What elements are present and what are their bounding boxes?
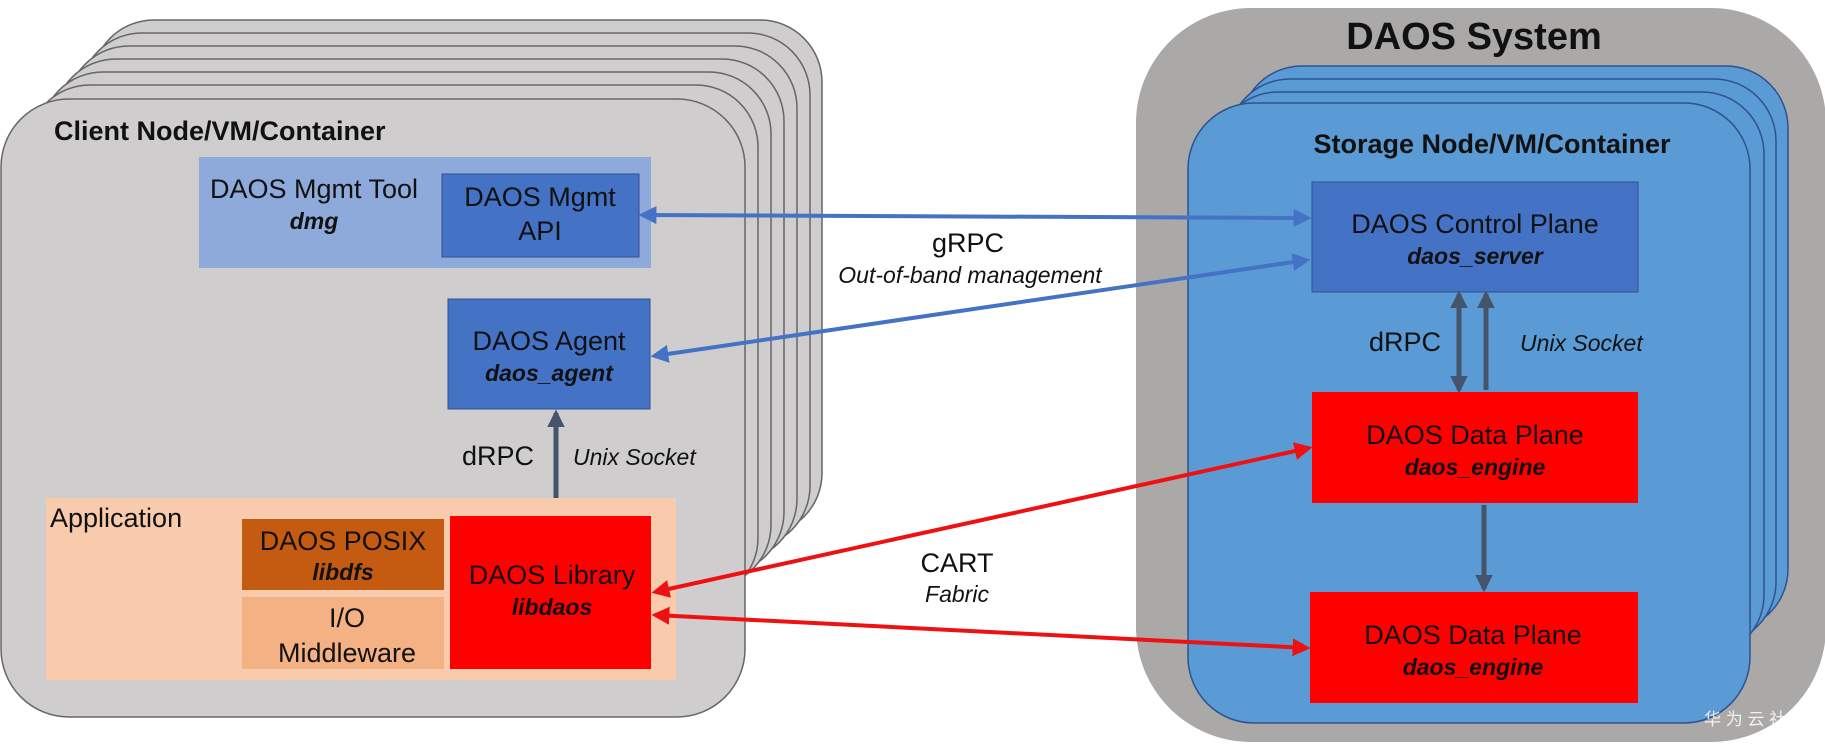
client-drpc-label: dRPC [462,441,534,471]
data-plane-box-2 [1310,592,1638,703]
storage-unix-socket-label: Unix Socket [1520,330,1644,356]
posix-name: DAOS POSIX [260,526,427,556]
agent-name: DAOS Agent [472,326,626,356]
library-name: DAOS Library [469,560,636,590]
grpc-arrow-agent [650,253,1311,363]
data-plane-2-binary: daos_engine [1403,654,1544,680]
posix-box [242,519,444,590]
watermark: 华 为 云 社 区 [1704,710,1808,729]
control-plane-box [1311,181,1639,293]
cart-label: CART [920,548,993,578]
data-plane-1-binary: daos_engine [1405,454,1546,480]
middleware-line1: I/O [329,603,365,633]
data-plane-box-1 [1312,392,1638,503]
mgmt-api-line1: DAOS Mgmt [464,182,616,212]
grpc-label: gRPC [932,228,1004,258]
library-box [450,516,651,669]
client-unix-socket-label: Unix Socket [573,444,697,470]
mgmt-api-line2: API [518,216,562,246]
agent-binary: daos_agent [485,360,614,386]
storage-drpc-label: dRPC [1369,327,1441,357]
control-plane-binary: daos_server [1407,243,1544,269]
grpc-description: Out-of-band management [838,262,1103,288]
agent-box [447,298,651,410]
client-node-title: Client Node/VM/Container [54,116,386,146]
mgmt-tool-name: DAOS Mgmt Tool [210,174,418,204]
control-plane-name: DAOS Control Plane [1351,209,1599,239]
mgmt-tool-binary: dmg [290,208,339,234]
middleware-line2: Middleware [278,638,416,668]
data-plane-1-name: DAOS Data Plane [1366,420,1584,450]
mgmt-api-box [441,173,640,258]
posix-binary: libdfs [312,559,373,585]
cart-arrow-2 [651,606,1311,657]
middleware-box [242,597,444,669]
grpc-arrow-mgmt [638,206,1312,227]
cart-description: Fabric [925,581,989,607]
library-binary: libdaos [512,594,593,620]
daos-system-title: DAOS System [1346,16,1602,58]
storage-node-title: Storage Node/VM/Container [1313,129,1671,159]
cart-arrow-1 [651,442,1313,598]
application-label: Application [50,503,182,533]
data-plane-2-name: DAOS Data Plane [1364,620,1582,650]
